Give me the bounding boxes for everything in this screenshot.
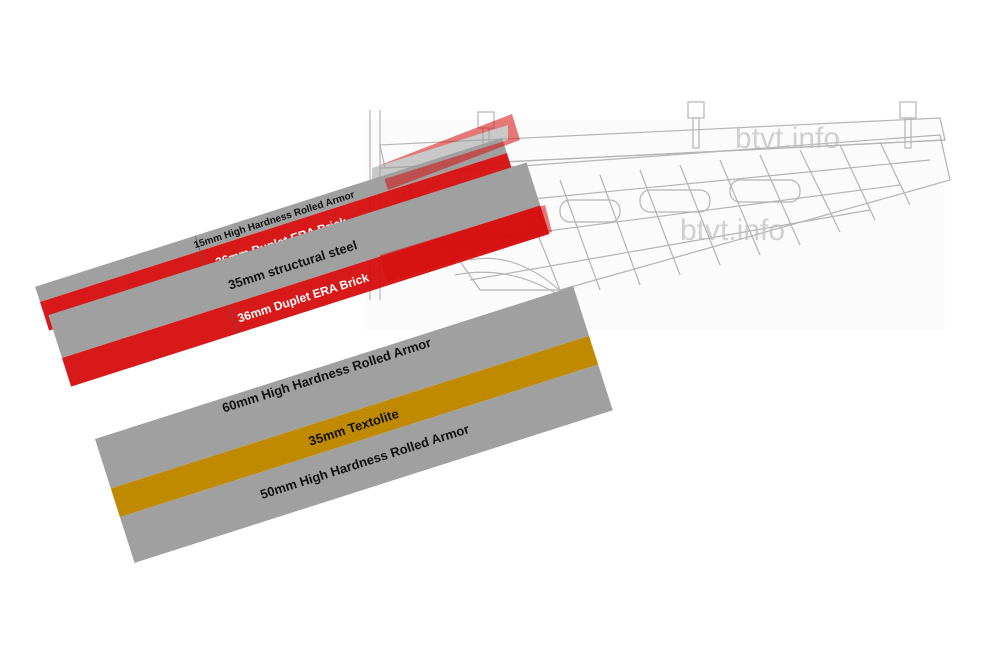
armor-plate-50mm: [119, 364, 613, 563]
watermark: btvt.info: [680, 214, 785, 247]
watermark: btvt.info: [735, 122, 840, 155]
armor-plate-60mm: [95, 286, 590, 489]
structural-steel-plate: [48, 162, 541, 358]
textolite-layer: [110, 335, 599, 518]
sketch-overlay: [372, 114, 552, 282]
